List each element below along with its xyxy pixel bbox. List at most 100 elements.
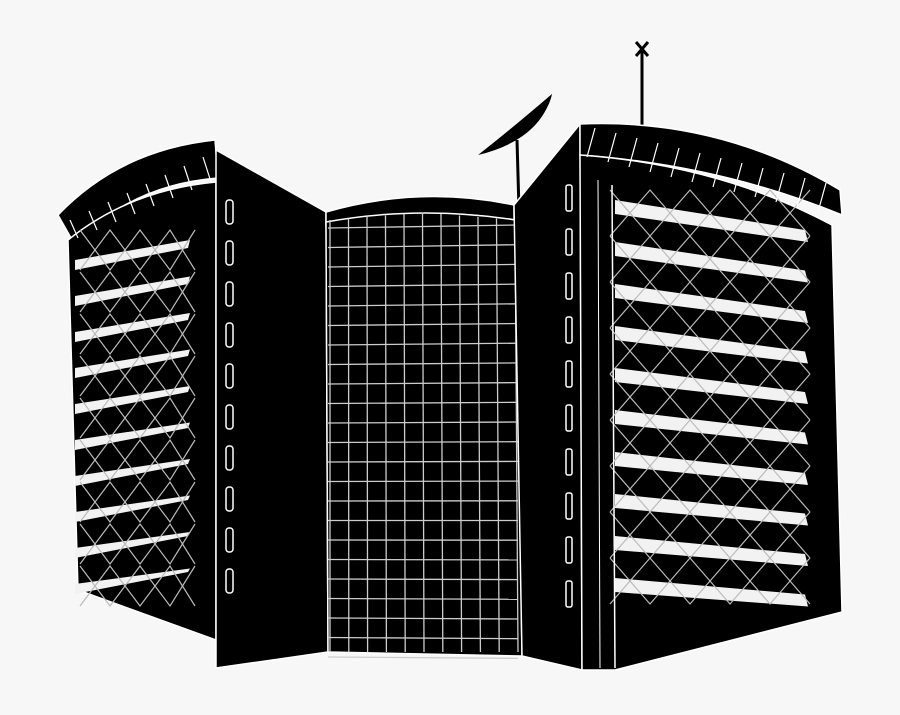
lattice-line [79, 438, 196, 481]
window-slot [565, 228, 573, 256]
window-band [615, 326, 808, 364]
grid-row [327, 362, 519, 366]
roof-line [796, 177, 806, 208]
window-band [615, 494, 808, 526]
window-slot [565, 536, 573, 564]
lattice-line [79, 270, 196, 313]
lattice-line [609, 557, 811, 605]
window-slot [225, 445, 234, 471]
lattice-line [79, 564, 196, 607]
right-building [579, 122, 843, 671]
window-band [615, 578, 808, 607]
window-slot [565, 404, 573, 432]
window-band [75, 422, 190, 450]
grid-row [327, 322, 519, 327]
window-slot [225, 404, 234, 430]
window-slot [565, 272, 573, 300]
roof-line [628, 137, 638, 168]
grid-row [327, 381, 519, 385]
lattice-line [609, 189, 811, 237]
roof-line [126, 192, 136, 215]
roof-line [775, 172, 785, 203]
lattice-line [79, 354, 196, 397]
window-slot [225, 363, 234, 389]
grid-row [327, 578, 519, 581]
roof-line [691, 152, 701, 183]
window-band [75, 532, 190, 558]
roof-line [712, 157, 722, 188]
window-slot [565, 580, 573, 608]
center-tower [325, 195, 523, 660]
window-slot [565, 184, 573, 212]
window-slot [225, 240, 234, 266]
grid-column [366, 216, 369, 653]
lattice-line [79, 228, 196, 271]
roof-line [817, 182, 827, 213]
lattice-line [609, 281, 811, 329]
window-slot [225, 527, 234, 553]
window-slot [565, 316, 573, 344]
window-slot [565, 492, 573, 520]
window-slot [225, 568, 234, 594]
grid-row [327, 460, 519, 463]
roof-line [107, 201, 117, 223]
window-slot [225, 199, 234, 225]
roof-line [145, 183, 155, 207]
window-slot [225, 281, 234, 307]
left-building [57, 139, 219, 642]
lattice-line [79, 396, 196, 439]
lattice-line [609, 465, 811, 513]
window-band [75, 459, 190, 486]
window-band [75, 349, 190, 378]
lattice-line [79, 355, 196, 398]
lattice-line [79, 229, 196, 272]
roof-line [586, 127, 596, 158]
grid-row [327, 342, 519, 346]
roof-line [69, 219, 79, 239]
roof-line [607, 132, 617, 163]
grid-row [327, 421, 519, 424]
grid-row [327, 636, 519, 640]
grid-row [327, 441, 519, 444]
roof-line [754, 167, 764, 198]
grid-row [327, 303, 519, 307]
lattice-line [79, 480, 196, 523]
lattice-line [79, 312, 196, 355]
roof-line [733, 162, 743, 193]
lattice-line [609, 373, 811, 421]
lattice-line [79, 565, 196, 608]
grid-row [327, 283, 519, 288]
lattice-line [609, 419, 811, 467]
right-roof-grid [586, 127, 827, 213]
roof-line [202, 156, 212, 183]
lattice-line [609, 327, 811, 375]
left-roof-grid [69, 156, 212, 239]
window-slot [565, 448, 573, 476]
right-slab [513, 121, 583, 671]
lattice-line [79, 397, 196, 440]
grid-row [327, 224, 519, 229]
lattice-line [609, 235, 811, 283]
grid-column [384, 215, 388, 653]
grid-row [327, 263, 519, 268]
lattice-line [79, 439, 196, 482]
grid-row [327, 597, 519, 600]
window-band [615, 410, 808, 445]
window-slot [565, 360, 573, 388]
window-slot [225, 486, 234, 512]
lattice-line [79, 523, 196, 566]
window-slot [225, 322, 234, 348]
roof-line [183, 165, 193, 191]
lattice-line [79, 313, 196, 356]
grid-row [327, 656, 519, 660]
roof-line [649, 142, 659, 173]
grid-row [327, 244, 519, 249]
grid-row [327, 401, 519, 405]
left-slab [215, 148, 329, 669]
window-band [615, 452, 808, 485]
right-facade-lattice [609, 189, 811, 605]
window-band [75, 568, 190, 594]
window-band [75, 495, 190, 522]
grid-row [327, 617, 519, 620]
